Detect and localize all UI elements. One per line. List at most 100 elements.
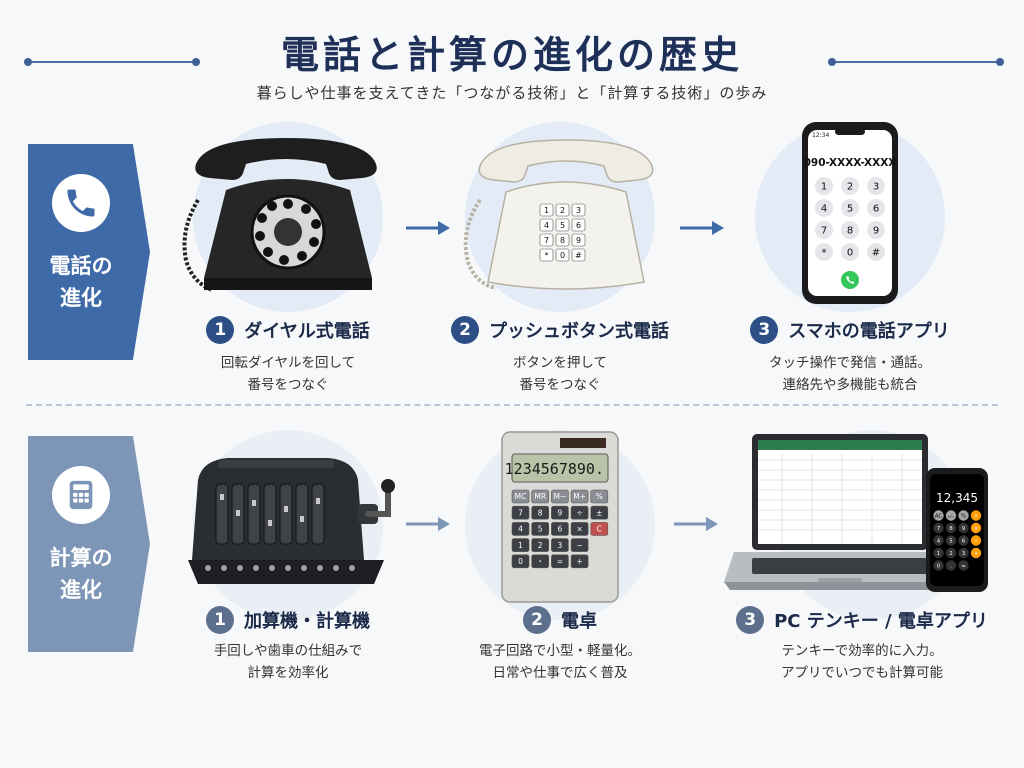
key-label: 6: [558, 525, 563, 534]
desc-line: 連絡先や多機能も統合: [782, 377, 918, 393]
keypad-key: [590, 522, 609, 536]
key-label: 5: [847, 204, 853, 215]
key-label: C: [597, 525, 602, 534]
title-decoration-right: [828, 58, 1004, 66]
keypad-key: [970, 510, 982, 521]
desc-line: 日常や仕事で広く普及: [492, 665, 628, 681]
key-label: 0: [847, 248, 853, 259]
keypad-key: [511, 554, 530, 569]
key-label: 2: [949, 551, 953, 557]
step-number: 3: [750, 316, 779, 344]
key-label: 5: [949, 539, 953, 545]
keypad-key: [570, 538, 589, 552]
key-label: ×: [974, 526, 979, 532]
calc-app-display: 12,345: [936, 491, 978, 505]
calc-evolution-row: 計算の 進化 1: [0, 420, 1024, 710]
arrow-right-icon: [406, 221, 450, 235]
step-number: 1: [206, 316, 235, 344]
calc-label-line1: 計算の: [49, 546, 113, 570]
rotary-phone-illustration: [182, 138, 377, 292]
item-description: 電子回路で小型・軽量化。 日常や仕事で広く普及: [440, 640, 680, 684]
keypad-key: [531, 505, 549, 520]
key-label: 7: [518, 508, 523, 517]
keypad-key: [571, 218, 586, 232]
key-label: 6: [873, 204, 879, 215]
keypad-key: [590, 489, 609, 504]
keypad-key: [551, 538, 569, 552]
keypad-key: [571, 248, 586, 262]
key-label: =: [557, 557, 563, 566]
key-label: 0: [560, 251, 565, 260]
item-description: 回転ダイヤルを回して 番号をつなぐ: [168, 352, 408, 396]
key-label: 9: [873, 226, 879, 237]
item-title: プッシュボタン式電話: [489, 321, 669, 342]
step-number: 2: [523, 606, 551, 634]
keypad-key: [815, 243, 833, 261]
item-title: ダイヤル式電話: [244, 321, 370, 342]
key-label: 6: [576, 221, 581, 230]
status-time: 12:34: [812, 132, 829, 139]
keypad-key: [933, 535, 944, 546]
phone-section-tag: 電話の 進化: [28, 144, 150, 360]
key-label: MC: [515, 492, 527, 501]
spreadsheet-grid: [758, 454, 922, 544]
keypad-key: [933, 510, 944, 521]
key-label: 4: [544, 221, 549, 230]
keypad-key: [970, 547, 982, 559]
page-title: 電話と計算の進化の歴史: [280, 32, 743, 77]
key-label: ×: [576, 525, 582, 534]
arrow-right-icon: [674, 517, 718, 531]
keypad-key: [945, 560, 957, 571]
key-label: *: [822, 248, 827, 259]
keypad-key: [867, 199, 885, 217]
keypad-key: [531, 554, 549, 569]
adding-machine-heading: 1 加算機・計算機: [168, 606, 408, 634]
key-label: 9: [962, 526, 966, 532]
keypad-key: [970, 522, 982, 534]
key-label: 7: [937, 526, 941, 532]
key-label: 0: [518, 557, 523, 566]
key-label: 8: [538, 508, 543, 517]
key-label: 0: [937, 564, 941, 570]
key-label: 5: [538, 525, 543, 534]
keypad-key: [958, 510, 969, 521]
keypad-key: [511, 522, 530, 536]
keypad-key: [570, 522, 589, 536]
key-label: AC: [935, 514, 943, 520]
call-button-icon: [841, 271, 859, 289]
key-label: MR: [534, 492, 546, 501]
push-phone-heading: 2 プッシュボタン式電話: [440, 316, 680, 344]
keypad-key: [570, 505, 589, 520]
key-label: ÷: [974, 514, 979, 520]
desc-line: 電子回路で小型・軽量化。: [479, 643, 641, 659]
key-label: M+: [573, 492, 586, 501]
arrow-right-icon: [680, 221, 724, 235]
key-label: 2: [847, 182, 853, 193]
key-label: ・: [536, 557, 544, 566]
keypad-key: [551, 522, 569, 536]
key-label: 2: [538, 541, 543, 550]
keypad-key: [933, 547, 944, 559]
desc-line: タッチ操作で発信・通話。: [769, 355, 931, 371]
pc-calc-heading: 3 PC テンキー / 電卓アプリ: [722, 606, 1002, 634]
desc-line: テンキーで効率的に入力。: [781, 643, 943, 659]
keypad-key: [511, 505, 530, 520]
keypad-key: [945, 522, 957, 534]
smartphone-heading: 3 スマホの電話アプリ: [730, 316, 970, 344]
calc-label-line2: 進化: [60, 578, 102, 602]
key-label: ±: [596, 508, 602, 517]
keypad-key: [945, 535, 957, 546]
calculator-icon: [52, 466, 110, 524]
item-title: 電卓: [561, 611, 597, 632]
key-label: #: [872, 248, 880, 259]
keypad-key: [867, 221, 885, 239]
key-label: 4: [937, 539, 941, 545]
item-title: 加算機・計算機: [244, 611, 370, 632]
step-number: 3: [736, 606, 765, 634]
key-label: −: [974, 539, 979, 545]
keypad-key: [570, 489, 589, 504]
keypad-key: [571, 233, 586, 247]
